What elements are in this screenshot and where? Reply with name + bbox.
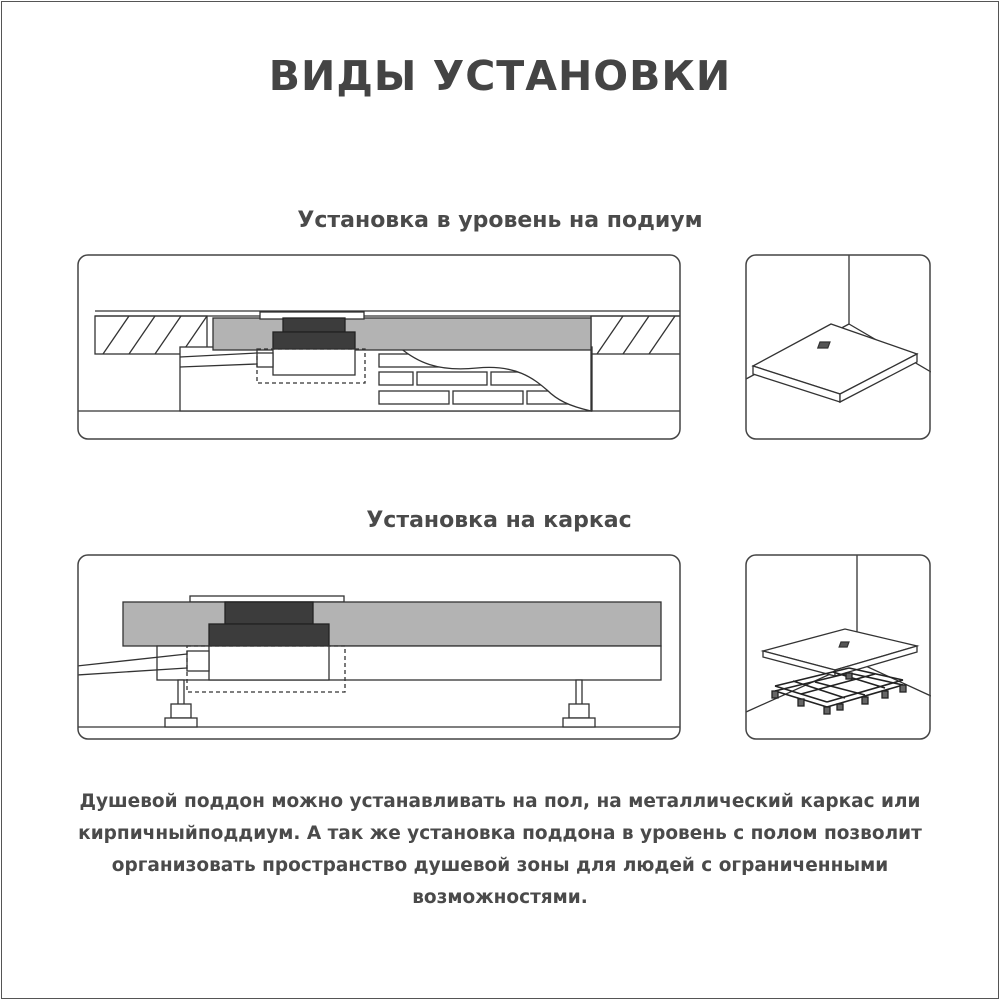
siphon-space-outline <box>186 645 346 693</box>
frame-feet <box>771 672 907 715</box>
siphon <box>208 645 330 681</box>
drain-grate <box>189 595 345 603</box>
cutaway-edge <box>397 346 592 412</box>
drain-body <box>272 331 356 350</box>
shower-tray <box>212 317 592 351</box>
right-hatching <box>596 315 676 355</box>
siphon-space-outline <box>256 348 366 384</box>
podium-section-diagram <box>77 254 681 440</box>
drain-body-top <box>224 601 314 625</box>
podium-install-icon <box>745 254 931 440</box>
section-title-podium: Установка в уровень на подиум <box>297 208 703 233</box>
siphon-outlet <box>256 352 274 368</box>
description-text: Душевой поддон можно устанавливать на по… <box>78 791 922 908</box>
siphon <box>272 348 356 376</box>
page-title: ВИДЫ УСТАНОВКИ <box>268 52 732 100</box>
drain-body <box>208 623 330 647</box>
drain-pipe-upper <box>179 352 258 358</box>
drain-body-top <box>282 317 346 333</box>
siphon-outlet <box>186 650 210 672</box>
frame-section-diagram <box>77 554 681 740</box>
left-leg <box>164 679 198 728</box>
drain-pipe <box>78 653 188 667</box>
metal-frame <box>774 667 904 708</box>
section-title-frame: Установка на каркас <box>366 508 632 533</box>
shower-tray <box>122 601 662 647</box>
frame-install-icon <box>745 554 931 740</box>
right-leg <box>562 679 596 728</box>
left-screed <box>94 315 208 355</box>
